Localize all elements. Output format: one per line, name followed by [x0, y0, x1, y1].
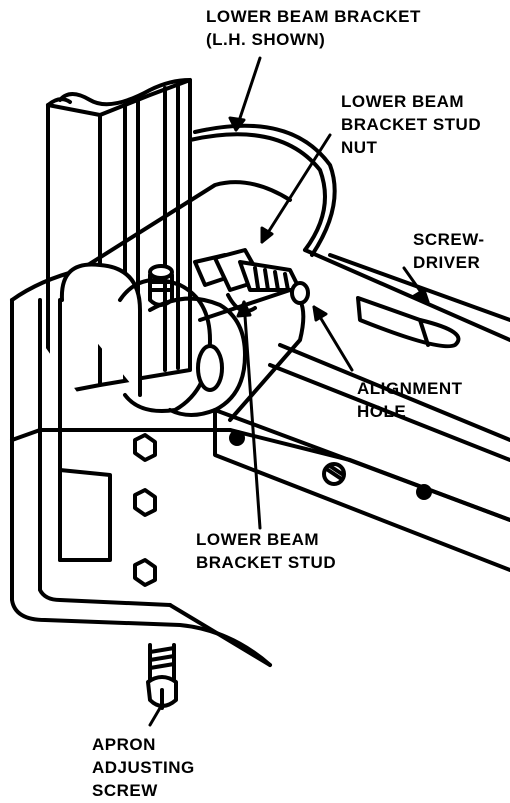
label-line: ALIGNMENT [357, 379, 463, 398]
label-lower-beam-bracket: LOWER BEAM BRACKET (L.H. SHOWN) [206, 5, 421, 51]
apron-plate-nuts [133, 433, 157, 587]
lower-beam-bracket [10, 123, 510, 667]
label-line: LOWER BEAM [341, 92, 465, 111]
screwdriver [356, 296, 461, 349]
hex-bolt-top [148, 264, 174, 307]
label-line: DRIVER [413, 253, 481, 272]
label-line: APRON [92, 735, 156, 754]
label-line: ADJUSTING [92, 758, 195, 777]
lower-beam [213, 248, 510, 572]
label-line: NUT [341, 138, 378, 157]
label-apron-screw: APRON ADJUSTING SCREW [92, 733, 195, 802]
label-line: SCREW [92, 781, 158, 800]
leader-lines [148, 56, 430, 727]
label-line: LOWER BEAM [196, 530, 320, 549]
label-line: BRACKET STUD [196, 553, 337, 572]
label-line: BRACKET STUD [341, 115, 482, 134]
label-line: HOLE [357, 402, 407, 421]
apron-adjusting-screw [146, 643, 178, 710]
label-stud: LOWER BEAM BRACKET STUD [196, 528, 336, 574]
label-stud-nut: LOWER BEAM BRACKET STUD NUT [341, 90, 481, 159]
stud-and-nut [193, 248, 310, 313]
label-screwdriver: SCREW- DRIVER [413, 228, 485, 274]
label-line: SCREW- [413, 230, 485, 249]
label-line: (L.H. SHOWN) [206, 30, 326, 49]
label-line: LOWER BEAM BRACKET [206, 7, 421, 26]
label-alignment-hole: ALIGNMENT HOLE [357, 377, 463, 423]
pivot-boss [59, 262, 306, 422]
